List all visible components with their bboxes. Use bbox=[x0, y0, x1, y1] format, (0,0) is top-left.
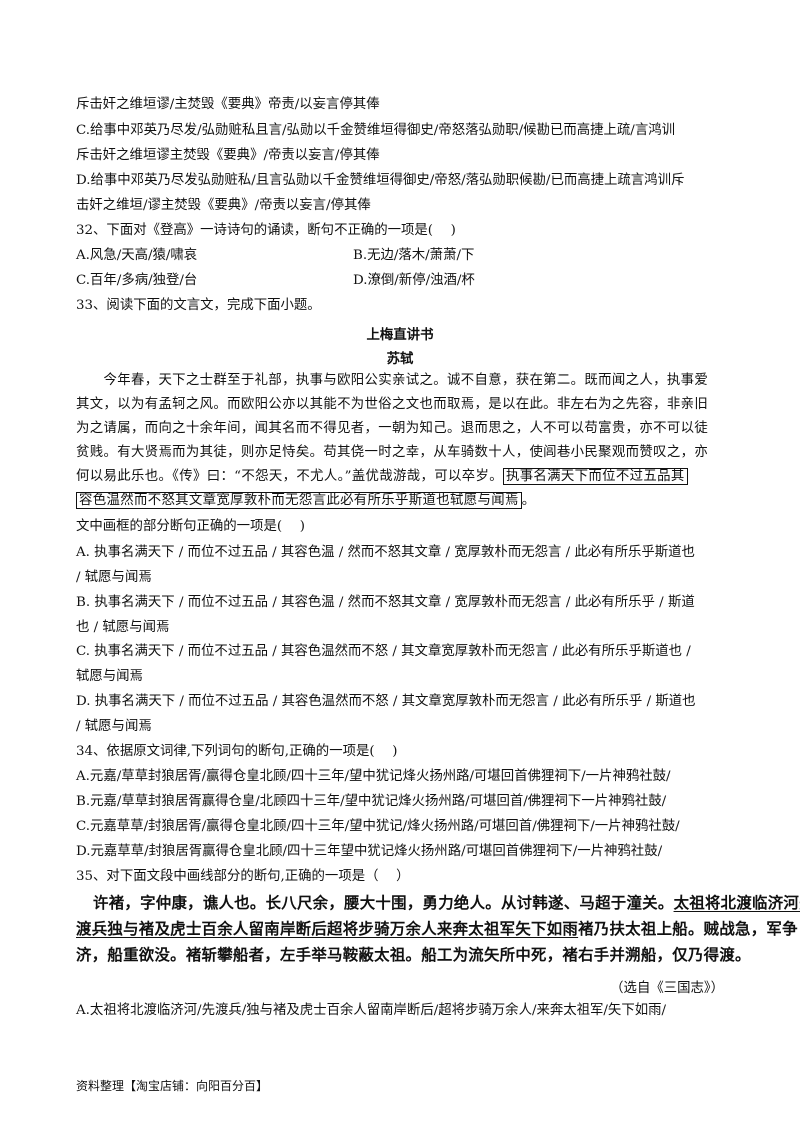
q34-option-a: A.元嘉/草草封狼居胥/赢得仓皇北顾/四十三年/望中犹记烽火扬州路/可堪回首佛狸… bbox=[76, 769, 671, 784]
q31-option-d-line2: 击奸之维垣/谬主焚毁《要典》/帝责以妄言/停其俸 bbox=[76, 198, 371, 213]
q31-option-d-line1: D.给事中邓英乃尽发弘勋赃私/且言弘勋以千金赞维垣得御史/帝怒/落弘勋职候勘/已… bbox=[76, 173, 685, 188]
passage-line-2: 其文，以为有孟轲之风。而欧阳公亦以其能不为世俗之文也而取焉，是以在此。非左右为之… bbox=[76, 397, 709, 412]
q35-line1-plain: 许褚，字仲康，谯人也。长八尺余，腰大十围，勇力绝人。从讨韩遂、马超于潼关。 bbox=[93, 894, 674, 912]
q34-option-d: D.元嘉草草/封狼居胥赢得仓皇北顾/四十三年望中犹记烽火扬州路/可堪回首佛狸祠下… bbox=[76, 844, 663, 859]
q33-option-a-line2: / 轼愿与闻焉 bbox=[76, 570, 152, 585]
boxed-text-part1: 执事名满天下而位不过五品其 bbox=[502, 468, 688, 485]
passage-author: 苏轼 bbox=[386, 351, 414, 367]
q32-option-c: C.百年/多病/独登/台 bbox=[76, 273, 198, 288]
boxed-text-part2: 容色温然而不怒其文章宽厚敦朴而无怨言此必有所乐乎斯道也轼愿与闻焉 bbox=[76, 492, 522, 509]
q32-option-b: B.无边/落木/萧萧/下 bbox=[353, 248, 475, 263]
q35-source: （选自《三国志》） bbox=[610, 981, 724, 996]
passage-line-4: 贫贱。有大贤焉而为其徒，则亦足恃矣。苟其侥一时之幸，从车骑数十人，使闾巷小民聚观… bbox=[76, 445, 709, 460]
passage-line-6-end: 。 bbox=[521, 493, 536, 508]
passage-line-3: 为之请属，而向之十余年间，闻其名而不得见者，一朝为知己。退而思之，人不可以苟富贵… bbox=[76, 421, 709, 436]
q34-stem: 34、依据原文词律,下列词句的断句,正确的一项是( ) bbox=[76, 744, 398, 759]
q31-option-b-line2: 斥击奸之维垣谬/主焚毁《要典》帝责/以妄言停其俸 bbox=[76, 97, 380, 112]
passage-line-6: 容色温然而不怒其文章宽厚敦朴而无怨言此必有所乐乎斯道也轼愿与闻焉。 bbox=[76, 492, 535, 510]
q33-option-b-line2: 也 / 轼愿与闻焉 bbox=[76, 620, 170, 635]
passage-line-1: 今年春，天下之士群至于礼部，执事与欧阳公实亲试之。诚不自意，获在第二。既而闻之人… bbox=[76, 373, 709, 388]
q35-passage-line-2: 渡兵独与褚及虎士百余人留南岸断后超将步骑万余人来奔太祖军矢下如雨褚乃扶太祖上船。… bbox=[76, 919, 798, 939]
q33-option-b-line1: B. 执事名满天下 / 而位不过五品 / 其容色温 / 然而不怒其文章 / 宽厚… bbox=[76, 595, 695, 610]
passage-line-5: 何以易此乐也。《传》曰：“不怨天，不尤人。”盖优哉游哉，可以卒岁。执事名满天下而… bbox=[76, 468, 688, 486]
q35-passage-line-1: 许褚，字仲康，谯人也。长八尺余，腰大十围，勇力绝人。从讨韩遂、马超于潼关。太祖将… bbox=[93, 893, 800, 913]
q33-question: 文中画框的部分断句正确的一项是( ) bbox=[76, 519, 305, 534]
q35-passage-line-3: 济，船重欲没。褚斩攀船者，左手举马鞍蔽太祖。船工为流矢所中死，褚右手并溯船，仅乃… bbox=[76, 946, 751, 964]
passage-line-5-text: 何以易此乐也。《传》曰：“不怨天，不尤人。”盖优哉游哉，可以卒岁。 bbox=[76, 469, 503, 484]
q33-option-c-line2: 轼愿与闻焉 bbox=[76, 669, 143, 684]
q33-option-a-line1: A. 执事名满天下 / 而位不过五品 / 其容色温 / 然而不怒其文章 / 宽厚… bbox=[76, 545, 695, 560]
q33-stem: 33、阅读下面的文言文，完成下面小题。 bbox=[76, 298, 321, 313]
q34-option-b: B.元嘉/草草封狼居胥赢得仓皇/北顾四十三年/望中犹记烽火扬州路/可堪回首/佛狸… bbox=[76, 794, 667, 809]
q31-option-c-line1: C.给事中邓英乃尽发/弘勋赃私且言/弘勋以千金赞维垣得御史/帝怒落弘勋职/候勘已… bbox=[76, 123, 675, 138]
q32-option-d: D.潦倒/新停/浊酒/杯 bbox=[353, 273, 475, 288]
q35-stem: 35、对下面文段中画线部分的断句,正确的一项是（ ） bbox=[76, 869, 410, 884]
q35-option-a: A.太祖将北渡临济河/先渡兵/独与褚及虎士百余人留南岸断后/超将步骑万余人/来奔… bbox=[76, 1003, 667, 1018]
q31-option-c-line2: 斥击奸之维垣谬主焚毁《要典》/帝责以妄言/停其俸 bbox=[76, 148, 380, 163]
page-footer: 资料整理【淘宝店铺：向阳百分百】 bbox=[76, 1079, 269, 1093]
q33-option-d-line1: D. 执事名满天下 / 而位不过五品 / 其容色温然而不怒 / 其文章宽厚敦朴而… bbox=[76, 694, 696, 709]
q32-option-a: A.风急/天高/猿/啸哀 bbox=[76, 248, 198, 263]
q33-option-d-line2: / 轼愿与闻焉 bbox=[76, 719, 152, 734]
q35-line2-plain: 褚乃扶太祖上船。贼战急，军争 bbox=[578, 920, 798, 938]
q33-option-c-line1: C. 执事名满天下 / 而位不过五品 / 其容色温然而不怒 / 其文章宽厚敦朴而… bbox=[76, 644, 691, 659]
q35-line2-underlined: 渡兵独与褚及虎士百余人留南岸断后超将步骑万余人来奔太祖军矢下如雨 bbox=[76, 920, 579, 938]
q34-option-c: C.元嘉草草/封狼居胥/赢得仓皇北顾/四十三年/望中犹记/烽火扬州路/可堪回首/… bbox=[76, 819, 680, 834]
q35-line1-underlined: 太祖将北渡临济河先 bbox=[673, 894, 800, 912]
passage-title: 上梅直讲书 bbox=[366, 327, 434, 343]
q32-stem: 32、下面对《登高》一诗诗句的诵读，断句不正确的一项是( ) bbox=[76, 223, 456, 238]
